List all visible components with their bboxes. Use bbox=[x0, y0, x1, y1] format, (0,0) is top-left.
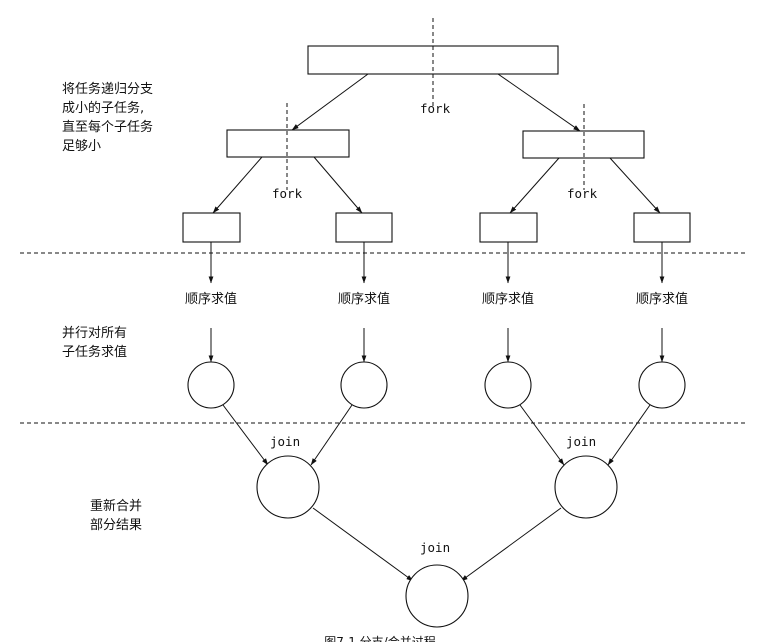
join-label-final: join bbox=[420, 540, 450, 555]
fork-arrow-3 bbox=[509, 157, 560, 214]
merge-circle-right bbox=[554, 455, 618, 519]
fork-label-left: fork bbox=[272, 186, 303, 201]
result-circle-2 bbox=[340, 361, 388, 409]
fork-label-right: fork bbox=[567, 186, 598, 201]
final-join-arrow-left bbox=[312, 507, 414, 582]
note-split-line-1: 将任务递归分支 bbox=[62, 81, 153, 97]
fork-label-root: fork bbox=[420, 101, 451, 116]
figure-caption: 图7-1 分支/合并过程 bbox=[324, 634, 435, 642]
note-merge-line-2: 部分结果 bbox=[90, 518, 142, 533]
note-split-line-4: 足够小 bbox=[62, 139, 101, 154]
merge-circle-left bbox=[256, 455, 320, 519]
subtask-box-left bbox=[226, 129, 350, 158]
join-arrow-2 bbox=[310, 404, 353, 466]
fork-arrow-root-left bbox=[291, 73, 369, 131]
join-arrow-3 bbox=[519, 404, 565, 466]
note-split-line-2: 成小的子任务, bbox=[62, 100, 144, 116]
eval-label-3: 顺序求值 bbox=[482, 291, 534, 307]
leaf-task-box-1 bbox=[182, 212, 241, 243]
note-parallel-line-2: 子任务求值 bbox=[62, 344, 127, 360]
result-circle-4 bbox=[638, 361, 686, 409]
result-circle-3 bbox=[484, 361, 532, 409]
join-arrow-4 bbox=[607, 404, 651, 466]
leaf-task-box-4 bbox=[633, 212, 691, 243]
leaf-task-box-3 bbox=[479, 212, 538, 243]
note-merge-line-1: 重新合并 bbox=[90, 498, 142, 514]
eval-label-1: 顺序求值 bbox=[185, 291, 237, 307]
fork-arrow-2 bbox=[313, 156, 363, 214]
note-parallel-line-1: 并行对所有 bbox=[62, 326, 127, 341]
eval-label-4: 顺序求值 bbox=[636, 291, 688, 307]
join-label-left: join bbox=[270, 434, 300, 449]
leaf-task-box-2 bbox=[335, 212, 393, 243]
result-circle-1 bbox=[187, 361, 235, 409]
join-arrow-1 bbox=[222, 404, 269, 466]
note-merge: 重新合并 部分结果 bbox=[90, 498, 146, 533]
join-label-right: join bbox=[566, 434, 596, 449]
note-split-line-3: 直至每个子任务 bbox=[62, 119, 153, 135]
eval-label-2: 顺序求值 bbox=[338, 291, 390, 307]
note-parallel: 并行对所有 子任务求值 bbox=[62, 326, 131, 360]
note-split: 将任务递归分支 成小的子任务, 直至每个子任务 足够小 bbox=[62, 81, 157, 154]
final-result-circle bbox=[405, 564, 469, 628]
fork-arrow-4 bbox=[609, 157, 661, 214]
fork-arrow-1 bbox=[212, 156, 263, 214]
fork-arrow-root-right bbox=[497, 73, 581, 132]
final-join-arrow-right bbox=[460, 507, 562, 582]
